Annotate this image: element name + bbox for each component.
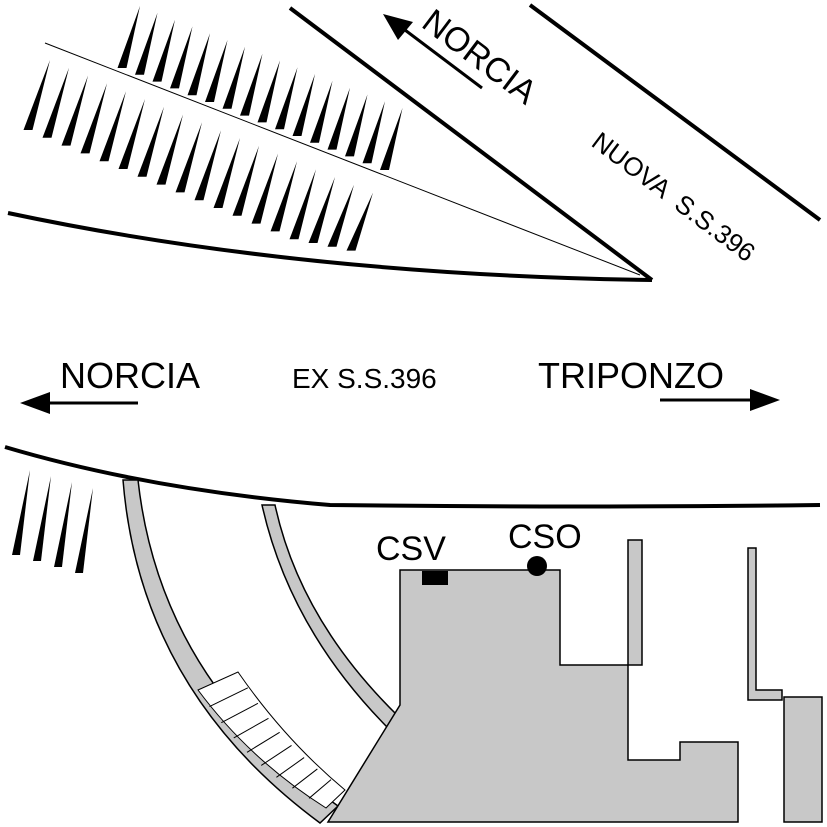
slope-hatch <box>275 67 298 130</box>
slope-hatch <box>33 476 51 561</box>
slope-hatch <box>292 74 315 136</box>
slope-hatch <box>289 169 316 240</box>
slope-hatch <box>99 91 126 162</box>
stair-step <box>260 745 292 766</box>
slope-hatch <box>12 470 30 555</box>
embankment-hatching-lower <box>23 60 373 251</box>
label-ex-ss396: EX S.S.396 <box>292 363 437 394</box>
slope-hatch <box>80 83 107 154</box>
slope-hatch <box>175 122 202 193</box>
slope-hatch <box>75 488 93 573</box>
stair-step <box>221 702 259 724</box>
slope-hatch <box>156 114 183 185</box>
stair-step <box>233 717 269 739</box>
slope-hatch <box>345 94 368 157</box>
embankment-hatching-upper <box>117 6 403 170</box>
stair-step <box>292 768 318 789</box>
label-triponzo: TRIPONZO <box>538 355 724 396</box>
rectangle-marker-icon <box>422 571 448 585</box>
slope-hatch <box>187 33 210 96</box>
arrow-up-left-icon <box>383 14 483 90</box>
label-nuova-ss396: NUOVA S.S.396 <box>586 126 761 268</box>
embankment-curve <box>7 211 653 282</box>
slope-hatch <box>308 177 335 243</box>
nuova-road-edge-inner <box>288 6 654 282</box>
slope-hatch <box>327 184 354 247</box>
stair-step <box>308 779 332 799</box>
slope-hatch <box>137 106 164 177</box>
slope-hatch <box>251 153 278 224</box>
circle-marker-icon <box>527 556 547 576</box>
label-cso: CSO <box>508 518 582 556</box>
arrow-right-icon <box>660 389 780 411</box>
slope-hatch <box>310 80 333 143</box>
slope-hatch <box>240 53 263 116</box>
slope-hatch <box>42 67 69 138</box>
slope-hatch <box>346 192 373 251</box>
slope-hatch <box>170 26 193 89</box>
label-csv: CSV <box>376 530 446 568</box>
slope-hatch <box>205 40 228 102</box>
slope-hatch <box>327 87 350 150</box>
slope-hatch <box>61 75 88 146</box>
stair-step <box>276 757 305 778</box>
slope-hatch <box>117 6 140 68</box>
label-norcia-new-road: NORCIA <box>415 2 544 112</box>
slope-hatch <box>270 161 297 232</box>
slope-hatch <box>23 60 50 130</box>
main-building <box>326 569 739 823</box>
stair-step <box>209 687 249 707</box>
embankment-centerline <box>44 42 641 276</box>
arrow-left-icon <box>20 392 138 414</box>
slope-hatch <box>232 145 259 216</box>
nuova-road-edge-outer <box>528 3 822 222</box>
slope-hatch <box>257 60 280 123</box>
stair-step <box>246 731 280 753</box>
slope-hatch <box>380 108 403 170</box>
slope-hatch <box>135 12 158 75</box>
slope-hatch <box>362 101 385 164</box>
slope-hatch <box>222 46 245 109</box>
slope-hatch <box>54 482 72 567</box>
label-norcia-old-road: NORCIA <box>60 355 200 396</box>
building-wall-strip <box>627 539 643 666</box>
building-wall-l-shape <box>747 547 783 701</box>
road-embankment-hatching <box>12 470 93 573</box>
slope-hatch <box>213 138 240 208</box>
stairs <box>197 671 346 809</box>
ex-road-edge <box>4 445 821 509</box>
side-building <box>783 696 823 823</box>
slope-hatch <box>194 130 221 201</box>
slope-hatch <box>152 19 175 82</box>
slope-hatch <box>118 99 145 169</box>
